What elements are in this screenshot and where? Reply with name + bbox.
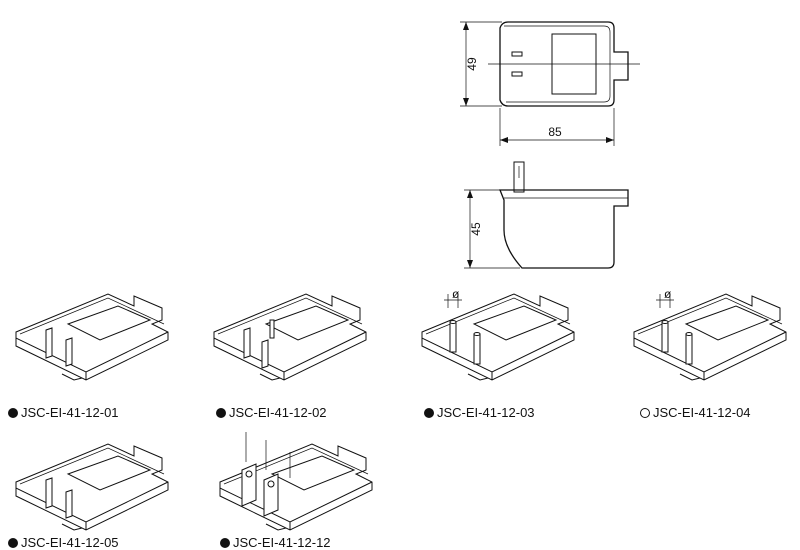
plug-sketch-03: ø [421, 287, 575, 381]
variant-code: JSC-EI-41-12-12 [233, 535, 331, 550]
plug-sketch-04: ø [633, 287, 787, 381]
variant-caption-01: JSC-EI-41-12-01 [8, 406, 119, 420]
top-view: 49 85 [460, 21, 640, 146]
variant-code: JSC-EI-41-12-05 [21, 535, 119, 550]
variant-caption-03: JSC-EI-41-12-03 [424, 406, 535, 420]
variant-code: JSC-EI-41-12-01 [21, 405, 119, 420]
variant-caption-05: JSC-EI-41-12-05 [8, 536, 119, 550]
variant-code: JSC-EI-41-12-02 [229, 405, 327, 420]
variant-caption-12: JSC-EI-41-12-12 [220, 536, 331, 550]
filled-dot-icon [8, 538, 18, 548]
filled-dot-icon [8, 408, 18, 418]
side-height-dimension: 45 [469, 222, 483, 236]
pin-diameter-callout: ø [452, 287, 460, 301]
plug-sketch-02 [213, 293, 367, 381]
filled-dot-icon [216, 408, 226, 418]
plug-sketch-05 [15, 443, 169, 531]
variant-code: JSC-EI-41-12-03 [437, 405, 535, 420]
top-height-dimension: 49 [465, 57, 479, 71]
open-circle-icon [640, 408, 650, 418]
filled-dot-icon [424, 408, 434, 418]
plug-sketch-01 [15, 293, 169, 381]
plug-sketch-12 [219, 432, 373, 531]
pin-diameter-callout: ø [664, 287, 672, 301]
variant-caption-04: JSC-EI-41-12-04 [640, 406, 751, 420]
variant-code: JSC-EI-41-12-04 [653, 405, 751, 420]
side-view: 45 [464, 161, 629, 269]
filled-dot-icon [220, 538, 230, 548]
variant-caption-02: JSC-EI-41-12-02 [216, 406, 327, 420]
top-width-dimension: 85 [548, 125, 562, 139]
